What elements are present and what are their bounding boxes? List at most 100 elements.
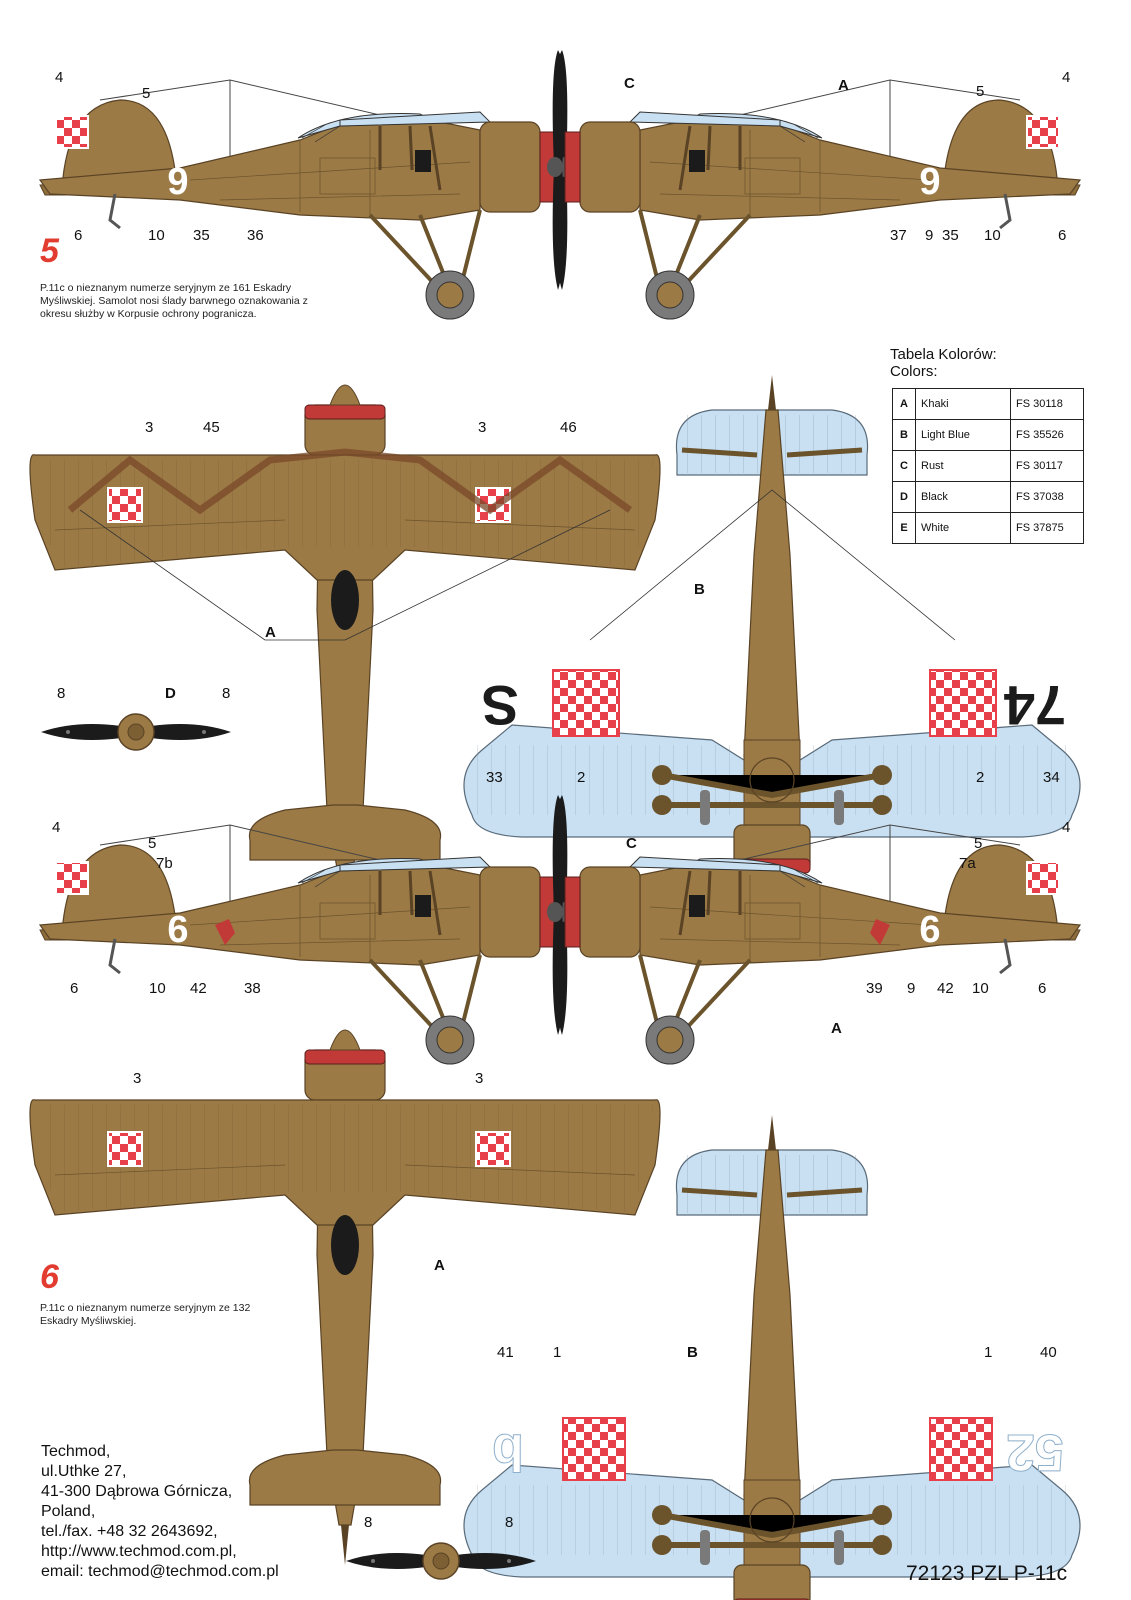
- profile6-number: 6: [40, 1258, 59, 1296]
- callout: 3: [145, 419, 153, 436]
- callout: 8: [505, 1514, 513, 1531]
- callout: 39: [866, 980, 883, 997]
- callout: 46: [560, 419, 577, 436]
- address-line: 41-300 Dąbrowa Górnicza,: [41, 1483, 233, 1500]
- callout: 2: [577, 769, 585, 786]
- color-key: C: [892, 450, 916, 482]
- callout: C: [624, 75, 635, 92]
- callout: A: [265, 624, 276, 641]
- callout: 35: [942, 227, 959, 244]
- color-fs: FS 37038: [1010, 481, 1084, 513]
- callout: 33: [486, 769, 503, 786]
- callout: 7b: [156, 855, 173, 872]
- callout: A: [434, 1257, 445, 1274]
- product-code: 72123 PZL P-11c: [906, 1562, 1068, 1585]
- callout: 6: [74, 227, 82, 244]
- profile5-lower-view: S 74: [464, 375, 1080, 889]
- callout: 5: [976, 83, 984, 100]
- profile6-left-code: 6: [167, 909, 188, 951]
- callout: 3: [133, 1070, 141, 1087]
- profile5-caption: P.11c o nieznanym numerze seryjnym ze 16…: [40, 282, 308, 320]
- callout: 5: [142, 85, 150, 102]
- color-row: B Light Blue FS 35526: [892, 419, 1084, 451]
- callout: A: [838, 77, 849, 94]
- color-fs: FS 30118: [1010, 388, 1084, 420]
- colors-title: Tabela Kolorów: Colors:: [890, 346, 997, 380]
- callout: 6: [1058, 227, 1066, 244]
- profile6-lower-right-code: 52: [1006, 1423, 1064, 1481]
- callout: 35: [193, 227, 210, 244]
- address-line: email: techmod@techmod.com.pl: [41, 1563, 279, 1580]
- color-fs: FS 30117: [1010, 450, 1084, 482]
- color-table: A Khaki FS 30118 B Light Blue FS 35526 C…: [892, 388, 1084, 544]
- color-row: C Rust FS 30117: [892, 450, 1084, 482]
- callout: 4: [55, 69, 63, 86]
- callout: B: [687, 1344, 698, 1361]
- callout: 4: [1062, 819, 1070, 836]
- color-name: Black: [915, 481, 1011, 513]
- profile5-lower-right-code: 74: [1004, 674, 1066, 737]
- callout: A: [831, 1020, 842, 1037]
- colors-title-pl: Tabela Kolorów:: [890, 346, 997, 363]
- callout: 37: [890, 227, 907, 244]
- address-line: http://www.techmod.com.pl,: [41, 1543, 237, 1560]
- profile6-right-code: 6: [919, 909, 940, 951]
- color-row: E White FS 37875: [892, 512, 1084, 544]
- color-key: A: [892, 388, 916, 420]
- callout: 9: [925, 227, 933, 244]
- callout: 6: [70, 980, 78, 997]
- callout: B: [694, 581, 705, 598]
- callout: 10: [148, 227, 165, 244]
- callout: 6: [1038, 980, 1046, 997]
- callout: 1: [984, 1344, 992, 1361]
- callout: 34: [1043, 769, 1060, 786]
- profile6-left-side-view: 6: [38, 793, 575, 1066]
- callout: 5: [148, 835, 156, 852]
- profile5-right-side-view: 9: [545, 48, 1082, 321]
- callout: 9: [907, 980, 915, 997]
- color-key: D: [892, 481, 916, 513]
- color-row: D Black FS 37038: [892, 481, 1084, 513]
- callout: 41: [497, 1344, 514, 1361]
- callout: 1: [553, 1344, 561, 1361]
- callout: 5: [974, 835, 982, 852]
- color-key: E: [892, 512, 916, 544]
- color-fs: FS 35526: [1010, 419, 1084, 451]
- profile5-left-side-view: 9: [38, 48, 575, 321]
- address-line: ul.Uthke 27,: [41, 1463, 127, 1480]
- manufacturer-address: Techmod, ul.Uthke 27, 41-300 Dąbrowa Gór…: [41, 1442, 279, 1582]
- color-name: Khaki: [915, 388, 1011, 420]
- colors-title-en: Colors:: [890, 363, 938, 380]
- profile5-left-code: 9: [167, 161, 188, 203]
- color-key: B: [892, 419, 916, 451]
- callout: 8: [222, 685, 230, 702]
- callout: 42: [190, 980, 207, 997]
- callout: 7a: [959, 855, 976, 872]
- callout: 8: [364, 1514, 372, 1531]
- callout: 2: [976, 769, 984, 786]
- profile5-propeller: [40, 713, 232, 751]
- profile6-upper-view: [29, 1029, 661, 1566]
- callout: 10: [972, 980, 989, 997]
- callout: C: [626, 835, 637, 852]
- callout: 36: [247, 227, 264, 244]
- profile6-lower-left-code: b: [492, 1423, 524, 1481]
- callout: 10: [149, 980, 166, 997]
- callout: 3: [475, 1070, 483, 1087]
- profile6-caption: P.11c o nieznanym numerze seryjnym ze 13…: [40, 1302, 251, 1327]
- callout: D: [165, 685, 176, 702]
- address-line: tel./fax. +48 32 2643692,: [41, 1523, 218, 1540]
- color-row: A Khaki FS 30118: [892, 388, 1084, 420]
- profile5-upper-view: [29, 384, 661, 921]
- profile5-right-code: 9: [919, 161, 940, 203]
- profile5-number: 5: [40, 232, 59, 270]
- callout: 38: [244, 980, 261, 997]
- callout: 8: [57, 685, 65, 702]
- address-line: Poland,: [41, 1503, 96, 1520]
- address-line: Techmod,: [41, 1443, 111, 1460]
- callout: 10: [984, 227, 1001, 244]
- callout: 3: [478, 419, 486, 436]
- profile6-right-side-view: 6: [545, 793, 1082, 1066]
- color-fs: FS 37875: [1010, 512, 1084, 544]
